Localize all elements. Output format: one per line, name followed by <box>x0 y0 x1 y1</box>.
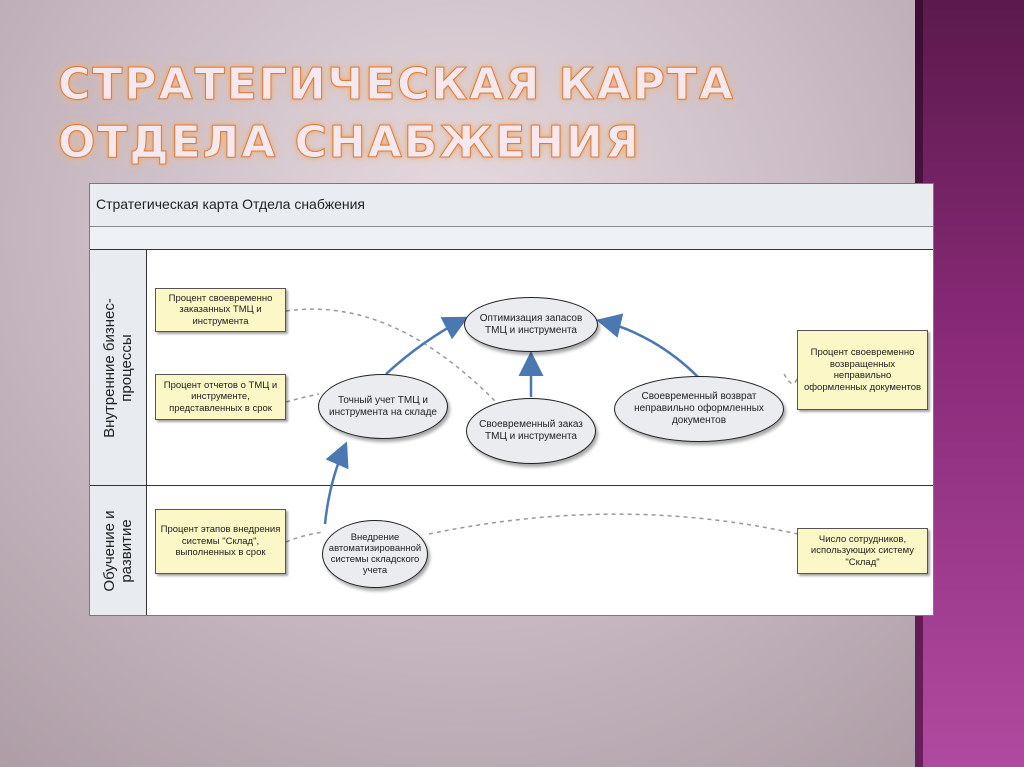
kpi-documents-returned: Процент своевременно возвращенных неправ… <box>797 330 928 410</box>
goal-timely-return: Своевременный возврат неправильно оформл… <box>614 376 784 442</box>
kpi-system-users: Число сотрудников, использующих систему … <box>797 528 928 574</box>
goal-warehouse-system: Внедрение автоматизированной системы скл… <box>322 520 428 588</box>
dashed-link <box>285 308 501 407</box>
dashed-link <box>783 373 799 385</box>
slide-title: Стратегическая карта отдела снабжения <box>58 59 735 169</box>
diagram-header-spacer <box>90 227 933 250</box>
strategy-map-diagram: Стратегическая карта Отдела снабжения Вн… <box>89 183 934 616</box>
arrow-link <box>323 441 349 525</box>
lane-label-learning-growth: Обучение и развитие <box>90 486 147 615</box>
lane-label-internal-processes: Внутренние бизнес-процессы <box>90 250 147 485</box>
lane-divider <box>90 485 933 486</box>
connector-layer <box>285 308 799 543</box>
kpi-implementation-stages: Процент этапов внедрения системы "Склад"… <box>155 509 286 574</box>
diagram-header-title: Стратегическая карта Отдела снабжения <box>96 196 365 212</box>
arrow-link <box>596 313 699 378</box>
arrow-link <box>385 316 469 375</box>
dashed-link <box>285 393 320 403</box>
kpi-ordered-on-time: Процент своевременно заказанных ТМЦ и ин… <box>155 288 286 332</box>
kpi-reports-on-time: Процент отчетов о ТМЦ и инструменте, пре… <box>155 374 286 420</box>
dashed-link <box>285 531 324 543</box>
goal-optimize-inventory: Оптимизация запасов ТМЦ и инструмента <box>464 297 598 352</box>
dashed-link <box>428 513 799 535</box>
goal-accurate-accounting: Точный учет ТМЦ и инструмента на складе <box>318 374 448 439</box>
diagram-header: Стратегическая карта Отдела снабжения <box>90 184 933 227</box>
goal-timely-order: Своевременный заказ ТМЦ и инструмента <box>466 398 596 464</box>
